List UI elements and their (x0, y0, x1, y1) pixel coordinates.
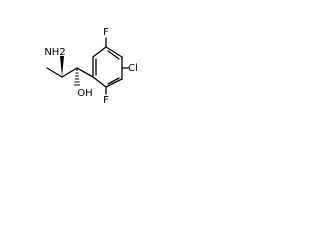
molecule-diagram: NH2 OH Cl F F (0, 0, 152, 152)
amine-label: NH2 (44, 47, 65, 58)
hash-bond-hydroxyl (74, 69, 80, 86)
fluoro-top-label: F (103, 27, 109, 38)
chloro-label: Cl (128, 63, 138, 74)
bond-ring-to-carbinol (76, 67, 94, 78)
bond-to-methyl (46, 67, 63, 78)
wedge-bond-amine (60, 56, 64, 77)
bond-carbinol-to-amine-carbon (61, 67, 78, 78)
benzene-ring (92, 46, 123, 88)
hydroxyl-label: OH (77, 88, 92, 99)
molecule-structure: NH2 OH Cl F F (44, 27, 138, 106)
fluoro-bottom-label: F (103, 95, 109, 106)
